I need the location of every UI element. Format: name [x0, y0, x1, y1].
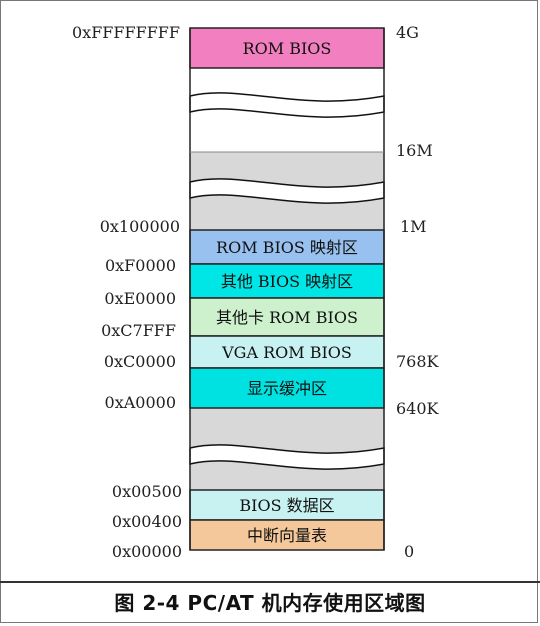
size-4g: 4G [396, 23, 419, 42]
label-bios-data: BIOS 数据区 [239, 496, 334, 515]
size-640k: 640K [396, 399, 440, 418]
label-rom-bios-shadow: ROM BIOS 映射区 [216, 238, 358, 257]
label-other-bios-shadow: 其他 BIOS 映射区 [221, 272, 353, 291]
figure-caption: 图 2-4 PC/AT 机内存使用区域图 [114, 591, 426, 615]
address-0xa0000: 0xA0000 [105, 393, 176, 412]
address-0xc7fff: 0xC7FFF [101, 321, 176, 340]
label-interrupt-vectors: 中断向量表 [247, 526, 327, 545]
memory-map-diagram: ROM BIOS ROM BIOS 映射区 其他 BIOS 映射区 其他卡 RO… [72, 23, 440, 561]
block-other-bios-shadow [189, 263, 385, 299]
block-rom-bios [189, 27, 385, 69]
address-0xffffffff: 0xFFFFFFFF [72, 23, 180, 42]
size-1m: 1M [400, 217, 427, 236]
address-0x00000: 0x00000 [112, 542, 182, 561]
size-0: 0 [404, 542, 414, 561]
label-vga-rom: VGA ROM BIOS [221, 343, 352, 362]
label-display-buffer: 显示缓冲区 [247, 379, 327, 398]
label-other-card-rom: 其他卡 ROM BIOS [216, 308, 358, 327]
address-0x100000: 0x100000 [100, 217, 180, 236]
address-0x00400: 0x00400 [112, 512, 182, 531]
address-0xe0000: 0xE0000 [104, 289, 176, 308]
address-0xf0000: 0xF0000 [105, 256, 176, 275]
address-0xc0000: 0xC0000 [104, 352, 176, 371]
label-rom-bios: ROM BIOS [243, 39, 332, 58]
size-768k: 768K [396, 352, 440, 371]
address-0x00500: 0x00500 [112, 482, 182, 501]
caption-divider [0, 581, 540, 583]
size-16m: 16M [396, 141, 433, 160]
block-interrupt-vectors [189, 519, 385, 551]
